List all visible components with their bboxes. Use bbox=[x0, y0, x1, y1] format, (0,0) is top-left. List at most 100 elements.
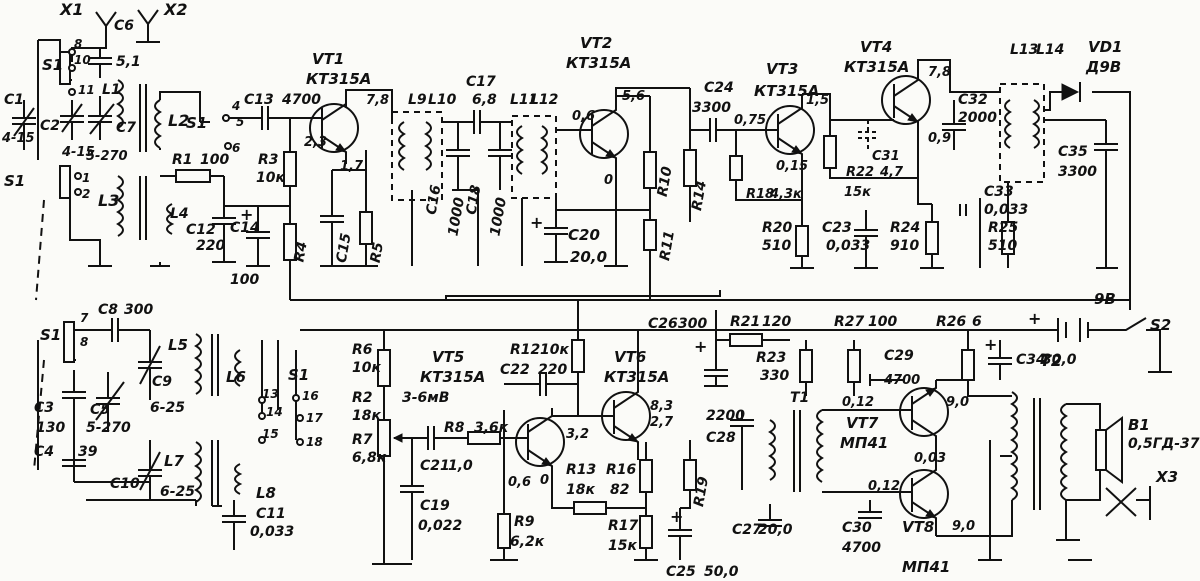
svg-text:R18: R18 bbox=[746, 187, 774, 202]
svg-text:S1: S1 bbox=[288, 366, 309, 384]
svg-text:C19: C19 bbox=[420, 498, 450, 514]
svg-text:11: 11 bbox=[78, 83, 95, 97]
svg-text:3300: 3300 bbox=[1058, 164, 1097, 180]
vt2-stage: VT2 КТ315А 0,6 5,6 0 + C20 20,0 R10 R11 … bbox=[530, 34, 710, 300]
svg-text:910: 910 bbox=[890, 238, 919, 254]
svg-text:2200: 2200 bbox=[706, 408, 745, 424]
svg-text:18к: 18к bbox=[352, 408, 381, 424]
svg-text:R9: R9 bbox=[514, 514, 535, 530]
svg-text:15к: 15к bbox=[608, 538, 637, 554]
vt4-transistor bbox=[881, 75, 931, 125]
svg-text:C10: C10 bbox=[110, 476, 140, 492]
svg-text:R14: R14 bbox=[689, 179, 710, 212]
svg-text:T2: T2 bbox=[1040, 351, 1062, 370]
svg-text:L2: L2 bbox=[168, 111, 189, 130]
svg-text:R25: R25 bbox=[988, 220, 1019, 236]
if-filter: L9 L10 C16 1000 C17 6,8 C18 1000 L11 L12 bbox=[391, 74, 558, 266]
svg-text:6,8к: 6,8к bbox=[352, 450, 387, 466]
svg-text:0,12: 0,12 bbox=[868, 479, 900, 494]
svg-text:1000: 1000 bbox=[445, 196, 468, 237]
svg-text:C31: C31 bbox=[872, 149, 900, 164]
power-bus: + 9В S2 bbox=[290, 120, 1172, 373]
svg-text:2,7: 2,7 bbox=[650, 415, 674, 430]
svg-text:КТ315А: КТ315А bbox=[844, 58, 909, 76]
svg-text:C8: C8 bbox=[98, 302, 118, 318]
svg-text:15: 15 bbox=[262, 427, 279, 441]
svg-text:C6: C6 bbox=[114, 18, 134, 34]
svg-text:R11: R11 bbox=[657, 229, 678, 262]
svg-text:R26: R26 bbox=[936, 314, 967, 330]
svg-text:30,0: 30,0 bbox=[1042, 352, 1077, 368]
svg-text:C4: C4 bbox=[34, 444, 54, 460]
svg-text:R16: R16 bbox=[606, 462, 637, 478]
svg-text:C34: C34 bbox=[1016, 352, 1046, 368]
svg-text:0,6: 0,6 bbox=[508, 475, 531, 490]
svg-text:L12: L12 bbox=[530, 92, 558, 108]
svg-text:МП41: МП41 bbox=[840, 434, 888, 452]
svg-text:17: 17 bbox=[306, 411, 323, 425]
vt1-stage: S1 4 5 6 C13 4700 VT1 КТ315А 7,8 2,3 1,7… bbox=[186, 50, 393, 300]
svg-text:7,8: 7,8 bbox=[928, 65, 951, 80]
svg-text:39: 39 bbox=[78, 444, 98, 460]
svg-text:C15: C15 bbox=[334, 232, 355, 264]
svg-text:6: 6 bbox=[232, 141, 240, 155]
svg-text:C24: C24 bbox=[704, 80, 734, 96]
svg-text:130: 130 bbox=[36, 420, 65, 436]
svg-text:МП41: МП41 bbox=[902, 558, 950, 576]
svg-text:Д9В: Д9В bbox=[1085, 58, 1121, 76]
svg-text:R1: R1 bbox=[172, 152, 193, 168]
svg-text:L14: L14 bbox=[1036, 42, 1064, 58]
svg-text:B1: B1 bbox=[1128, 416, 1150, 434]
svg-text:100: 100 bbox=[200, 152, 229, 168]
svg-text:C11: C11 bbox=[256, 506, 286, 522]
svg-text:C1: C1 bbox=[4, 92, 24, 108]
svg-text:VT7: VT7 bbox=[846, 414, 879, 432]
svg-text:7: 7 bbox=[80, 311, 89, 325]
svg-text:3300: 3300 bbox=[692, 100, 731, 116]
svg-text:L1: L1 bbox=[102, 82, 121, 98]
svg-text:R8: R8 bbox=[444, 420, 465, 436]
svg-text:0,5ГД-37: 0,5ГД-37 bbox=[1128, 436, 1200, 452]
svg-text:220: 220 bbox=[196, 238, 225, 254]
svg-text:4: 4 bbox=[231, 99, 240, 113]
svg-text:C28: C28 bbox=[706, 430, 736, 446]
svg-text:15к: 15к bbox=[844, 185, 872, 200]
svg-text:510: 510 bbox=[988, 238, 1017, 254]
svg-text:VD1: VD1 bbox=[1088, 38, 1123, 56]
svg-text:S2: S2 bbox=[1150, 316, 1171, 334]
svg-text:0,75: 0,75 bbox=[734, 113, 766, 128]
svg-text:R22: R22 bbox=[846, 165, 874, 180]
svg-text:VT3: VT3 bbox=[766, 60, 798, 78]
svg-text:300: 300 bbox=[124, 302, 153, 318]
svg-text:9В: 9В bbox=[1094, 290, 1116, 308]
svg-text:6,2к: 6,2к bbox=[510, 534, 545, 550]
svg-text:L10: L10 bbox=[428, 92, 457, 108]
svg-text:C17: C17 bbox=[466, 74, 496, 90]
svg-text:2000: 2000 bbox=[958, 110, 997, 126]
svg-text:R10: R10 bbox=[655, 165, 676, 198]
svg-text:220: 220 bbox=[538, 362, 567, 378]
antenna-x1-label: X1 bbox=[59, 0, 83, 19]
svg-text:КТ315А: КТ315А bbox=[306, 70, 371, 88]
svg-text:13: 13 bbox=[262, 387, 279, 401]
svg-text:L11: L11 bbox=[510, 92, 538, 108]
svg-text:VT1: VT1 bbox=[312, 50, 344, 68]
svg-text:4,7: 4,7 bbox=[879, 165, 904, 180]
svg-text:7,8: 7,8 bbox=[366, 93, 389, 108]
svg-text:R19: R19 bbox=[691, 475, 712, 508]
svg-text:C18: C18 bbox=[464, 184, 485, 216]
svg-text:5-270: 5-270 bbox=[86, 420, 131, 436]
svg-text:4700: 4700 bbox=[841, 540, 881, 556]
svg-text:C26: C26 bbox=[648, 316, 678, 332]
svg-text:R4: R4 bbox=[291, 240, 310, 263]
svg-text:+: + bbox=[984, 335, 997, 354]
svg-text:L13: L13 bbox=[1010, 42, 1038, 58]
svg-text:S1: S1 bbox=[4, 172, 25, 190]
vt5-vt6-stage: R6 10к R2 18к R7 6,8к VT5 КТ315А 3-6мВ C… bbox=[352, 300, 739, 580]
svg-text:10к: 10к bbox=[352, 360, 381, 376]
svg-text:5-270: 5-270 bbox=[86, 149, 128, 164]
svg-text:20,0: 20,0 bbox=[570, 248, 607, 266]
svg-text:T1: T1 bbox=[790, 390, 809, 406]
svg-text:9,0: 9,0 bbox=[946, 395, 969, 410]
svg-text:0,6: 0,6 bbox=[572, 109, 595, 124]
